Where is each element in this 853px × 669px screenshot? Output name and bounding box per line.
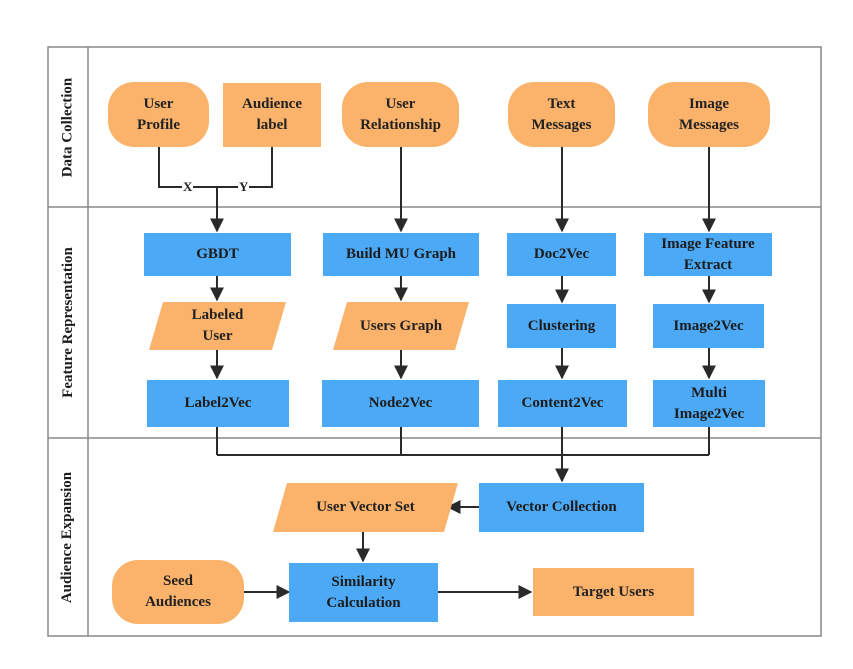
node-user-relationship: User Relationship bbox=[342, 82, 459, 147]
shape-labeled-user bbox=[149, 302, 286, 350]
edge-user-profile bbox=[158, 147, 217, 188]
node-user-vector-set: User Vector Set bbox=[316, 499, 415, 515]
node-seed-audiences: Seed Audiences bbox=[112, 560, 244, 624]
node-gbdt: GBDT bbox=[144, 233, 291, 276]
node-target-users: Target Users bbox=[533, 568, 694, 616]
connectors bbox=[158, 147, 716, 599]
node-image-messages: Image Messages bbox=[648, 82, 770, 147]
node-similarity-calculation: Similarity Calculation bbox=[289, 563, 438, 622]
lane-label-data-collection: Data Collection bbox=[48, 47, 88, 207]
parallelograms bbox=[149, 302, 469, 532]
edge-label-y: Y bbox=[238, 179, 250, 194]
node-label2vec: Label2Vec bbox=[147, 380, 289, 427]
node-users-graph: Users Graph bbox=[359, 317, 443, 334]
shape-user-vector-set bbox=[273, 483, 458, 532]
shape-users-graph bbox=[333, 302, 469, 350]
node-labeled-user: Labeled User bbox=[191, 307, 244, 344]
lane-audience-expansion-text: Audience Expansion bbox=[59, 471, 76, 603]
node-vector-collection: Vector Collection bbox=[479, 483, 644, 532]
lane-data-collection-text: Data Collection bbox=[59, 77, 76, 177]
lane-feature-representation-text: Feature Representation bbox=[59, 247, 76, 398]
node-audience-label: Audience label bbox=[223, 83, 321, 147]
lane-label-feature-representation: Feature Representation bbox=[48, 207, 88, 438]
node-text-messages: Text Messages bbox=[508, 82, 615, 147]
node-node2vec: Node2Vec bbox=[322, 380, 479, 427]
node-clustering: Clustering bbox=[507, 304, 616, 348]
node-build-mu-graph: Build MU Graph bbox=[323, 233, 479, 276]
node-doc2vec: Doc2Vec bbox=[507, 233, 616, 276]
node-user-profile: User Profile bbox=[108, 82, 209, 147]
node-content2vec: Content2Vec bbox=[498, 380, 627, 427]
lane-label-audience-expansion: Audience Expansion bbox=[48, 438, 88, 636]
edge-audience-label bbox=[217, 147, 273, 188]
diagram-frame bbox=[47, 46, 822, 637]
node-multi-image2vec: Multi Image2Vec bbox=[653, 380, 765, 427]
node-image2vec: Image2Vec bbox=[653, 304, 764, 348]
edge-label-x: X bbox=[182, 179, 194, 194]
node-image-feature-extract: Image Feature Extract bbox=[644, 233, 772, 276]
